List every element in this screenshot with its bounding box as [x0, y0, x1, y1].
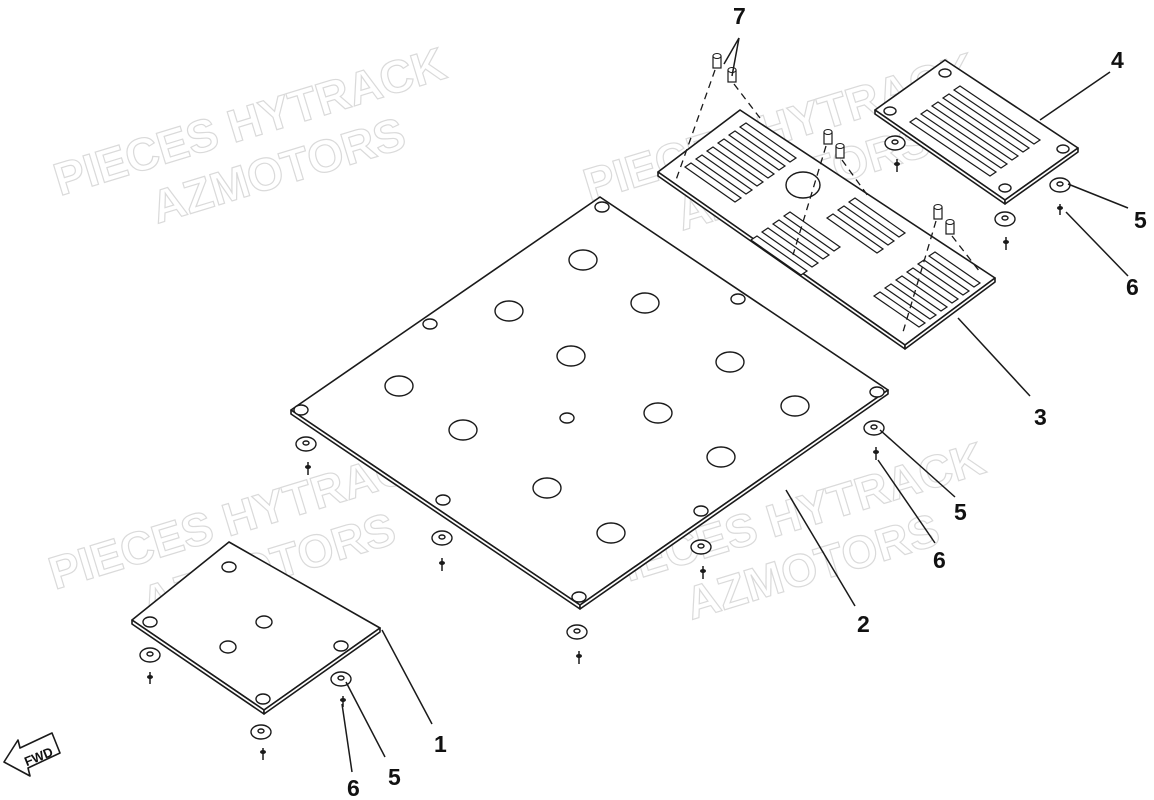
callout-1: 1	[434, 731, 447, 757]
callout-5: 5	[1134, 207, 1147, 233]
pin-icon	[933, 204, 943, 220]
leader-lines	[341, 37, 1129, 773]
small-skid-plate	[131, 541, 381, 715]
screw-icon	[439, 558, 445, 571]
washer-icon	[884, 135, 906, 151]
callout-3: 3	[1034, 404, 1047, 430]
callout-6: 6	[347, 775, 360, 800]
screw-icon	[305, 462, 311, 475]
vented-skid-plate	[657, 109, 996, 350]
pin-icon	[835, 143, 845, 159]
washer-icon	[431, 530, 453, 546]
washer-icon	[566, 624, 588, 640]
callout-7: 7	[733, 3, 746, 29]
washers-and-screws	[139, 135, 1071, 760]
vent-slots-group	[683, 122, 982, 328]
pin-icon	[823, 129, 833, 145]
washer-icon	[863, 420, 885, 436]
screw-icon	[700, 566, 706, 579]
washer-icon	[994, 211, 1016, 227]
pin-icon	[945, 219, 955, 235]
screw-icon	[340, 696, 346, 707]
callout-labels: 7 4 5 6 3 5 6 2 1 5 6	[347, 3, 1147, 800]
fwd-arrow-icon: FWD	[3, 732, 61, 777]
screw-icon	[1057, 204, 1063, 215]
small-vented-plate	[874, 59, 1079, 205]
screw-icon	[894, 159, 900, 172]
screw-icon	[147, 672, 153, 684]
screw-icon	[873, 447, 879, 460]
callout-6: 6	[933, 547, 946, 573]
washer-icon	[1049, 177, 1071, 193]
callout-5: 5	[954, 499, 967, 525]
washer-icon	[330, 671, 352, 687]
large-skid-plate	[290, 196, 889, 610]
washer-icon	[250, 724, 272, 740]
screw-icon	[260, 748, 266, 760]
washer-icon	[295, 436, 317, 452]
callout-2: 2	[857, 611, 870, 637]
callout-6: 6	[1126, 274, 1139, 300]
pin-icon	[712, 53, 722, 69]
washer-icon	[690, 539, 712, 555]
screw-icon	[576, 651, 582, 664]
callout-4: 4	[1111, 47, 1124, 73]
callout-5: 5	[388, 764, 401, 790]
washer-icon	[139, 647, 161, 663]
screw-icon	[1003, 237, 1009, 250]
